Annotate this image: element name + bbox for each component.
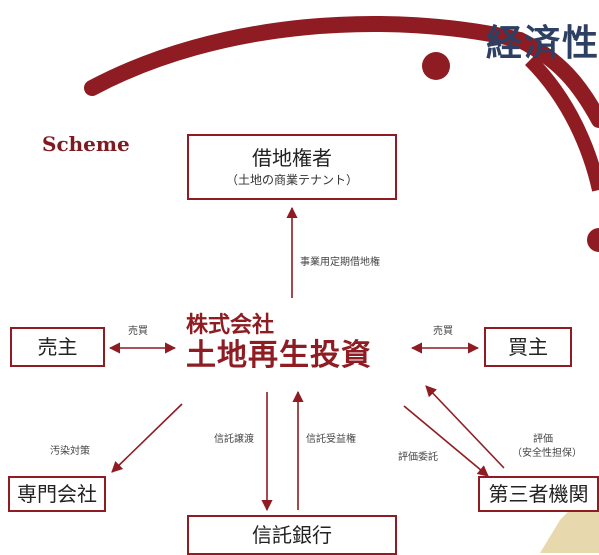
node-third-party: 第三者機関	[478, 476, 599, 512]
label-sale-left: 売買	[128, 326, 148, 337]
arc-node-dot	[422, 52, 450, 80]
edge-pollution	[111, 403, 183, 473]
node-third-party-title: 第三者機関	[488, 482, 589, 506]
node-leaseholder-subtitle: （土地の商業テナント）	[225, 173, 358, 187]
label-lease: 事業用定期借地権	[300, 257, 380, 268]
node-trust-bank: 信託銀行	[187, 515, 397, 555]
node-specialist: 専門会社	[8, 476, 106, 512]
label-sale-right: 売買	[433, 326, 453, 337]
node-buyer-title: 買主	[508, 335, 548, 359]
edge-evaluation-request	[403, 405, 489, 477]
node-specialist-title: 専門会社	[17, 482, 97, 506]
label-trust-transfer: 信託譲渡	[214, 434, 254, 445]
node-seller: 売主	[10, 327, 105, 367]
label-trust-beneficiary: 信託受益権	[306, 434, 356, 445]
node-leaseholder: 借地権者 （土地の商業テナント）	[187, 134, 397, 200]
page-title: 経済性	[486, 23, 599, 64]
node-buyer: 買主	[484, 327, 572, 367]
node-seller-title: 売主	[37, 335, 78, 359]
center-company: 株式会社 土地再生投資	[186, 313, 372, 373]
edge-evaluation	[425, 385, 505, 469]
node-leaseholder-title: 借地権者	[252, 146, 332, 170]
node-trust-bank-title: 信託銀行	[252, 523, 332, 547]
label-evaluation-line1: 評価	[533, 434, 553, 445]
scheme-label: Scheme	[42, 132, 130, 156]
arc-node-dot	[587, 228, 599, 252]
label-evaluation-request: 評価委託	[398, 452, 438, 463]
label-evaluation-line2: （安全性担保）	[512, 448, 582, 459]
center-line2: 土地再生投資	[186, 338, 372, 373]
label-pollution: 汚染対策	[50, 446, 90, 457]
center-line1: 株式会社	[186, 313, 275, 338]
